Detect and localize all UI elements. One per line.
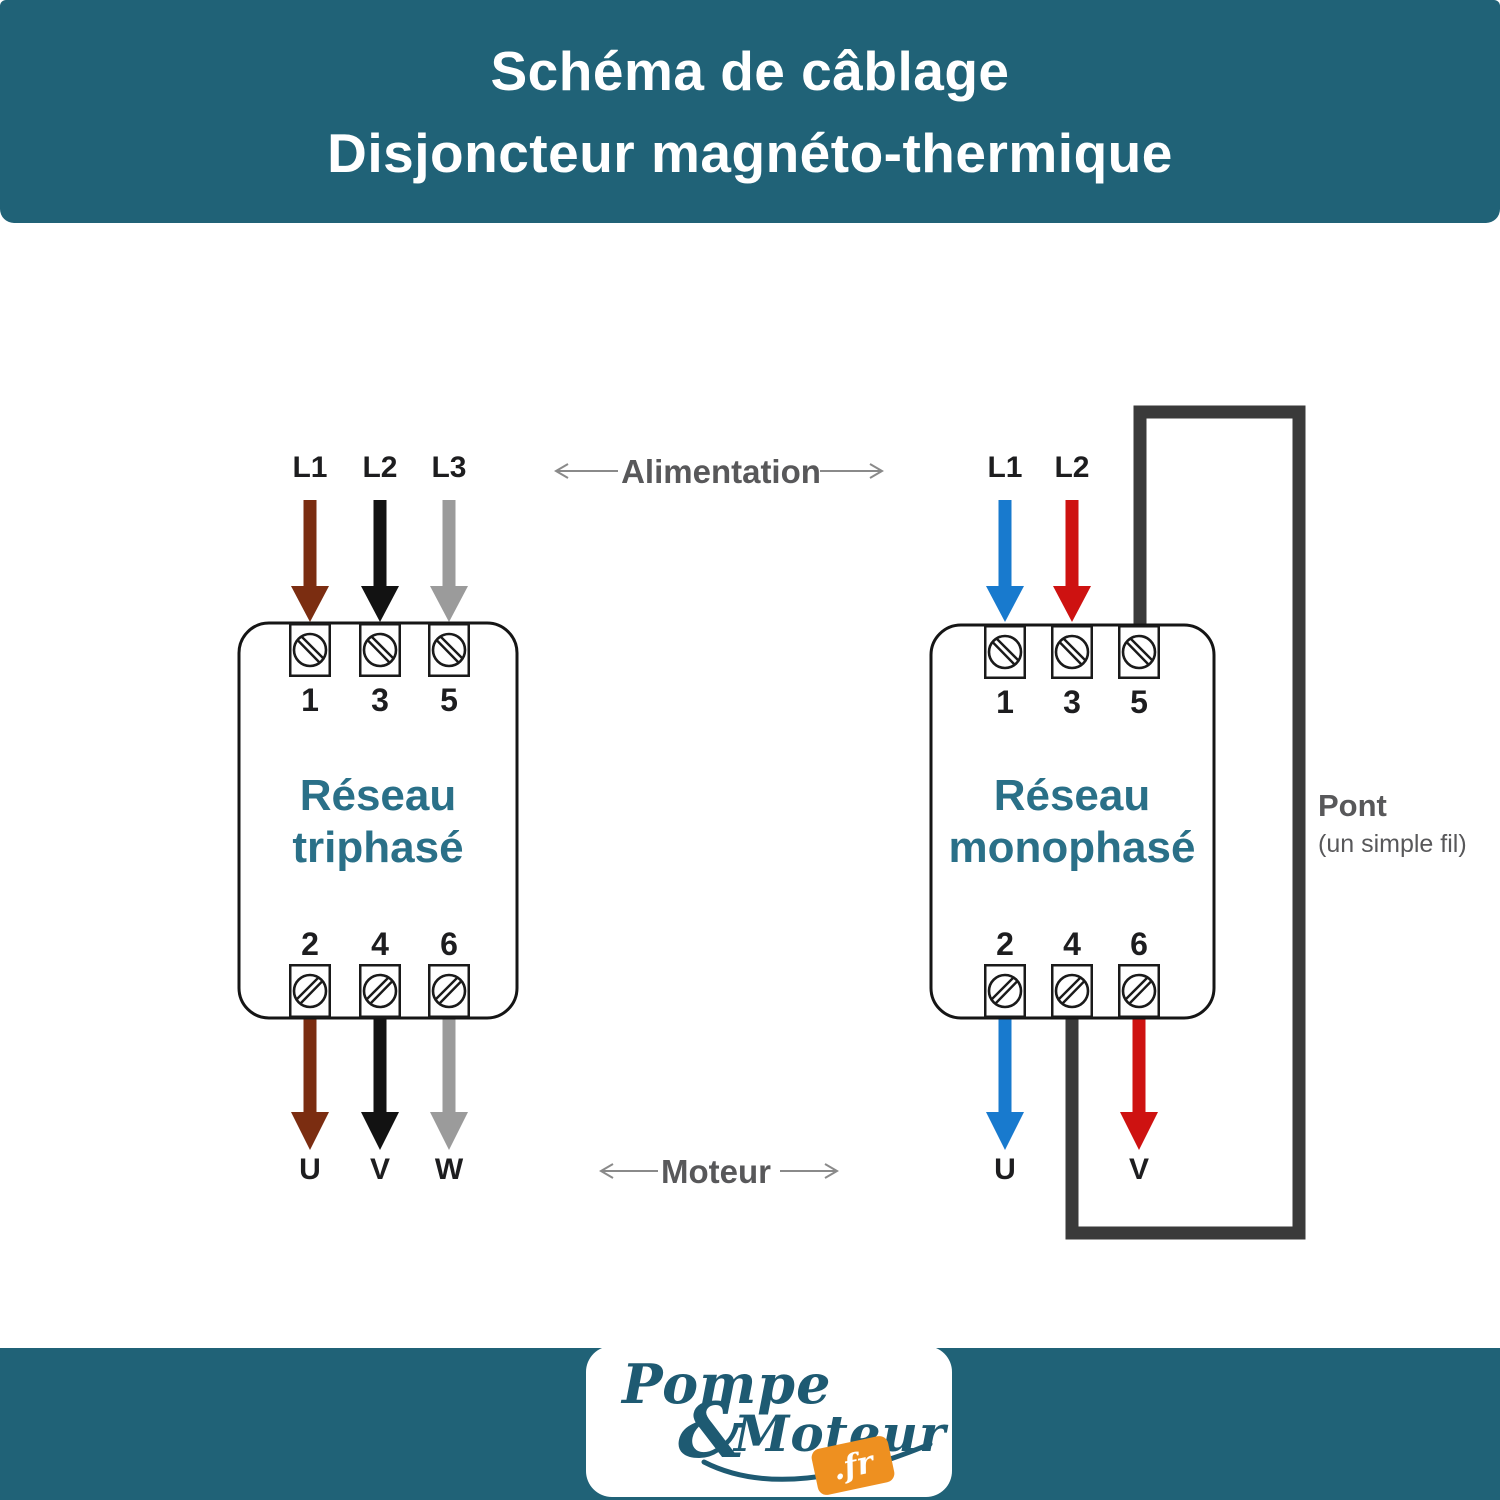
terminal-number: 3: [1063, 684, 1081, 720]
wire-right-l1: [986, 500, 1024, 622]
screw-terminal-icon: [288, 622, 332, 678]
logo-ampersand: &: [678, 1386, 747, 1475]
wire-right-v: [1120, 1018, 1158, 1150]
label-right-v: V: [1128, 1153, 1149, 1186]
terminal-number: 5: [1130, 684, 1148, 720]
page-title-line-2: Disjoncteur magnéto-thermique: [327, 121, 1173, 184]
moteur-label: Moteur: [661, 1153, 771, 1190]
label-right-l1: L1: [987, 451, 1023, 484]
wire-left-l2: [361, 500, 399, 622]
screw-terminal-icon: [1117, 624, 1161, 680]
breaker-left-title: Réseau triphasé: [228, 770, 528, 874]
pont-bridge-wire: [1065, 405, 1306, 1240]
breaker-left-title-line2: triphasé: [292, 823, 464, 872]
screw-terminal-icon: [983, 624, 1027, 680]
terminal-number: 1: [301, 682, 319, 718]
terminal-number: 4: [1063, 926, 1081, 962]
header-banner: Schéma de câblage Disjoncteur magnéto-th…: [0, 0, 1500, 223]
label-right-u: U: [994, 1153, 1016, 1186]
screw-terminal-icon: [1050, 963, 1094, 1019]
alimentation-label: Alimentation: [621, 453, 821, 490]
label-right-l2: L2: [1054, 451, 1090, 484]
terminal-number: 1: [996, 684, 1014, 720]
wire-right-l2: [1053, 500, 1091, 622]
screw-terminal-icon: [427, 963, 471, 1019]
screw-terminal-icon: [983, 963, 1027, 1019]
screw-terminal-icon: [1050, 624, 1094, 680]
label-left-w: W: [434, 1153, 464, 1186]
terminal-number: 4: [371, 926, 389, 962]
alimentation-arrows: [554, 463, 884, 479]
breaker-right-title-line1: Réseau: [993, 771, 1151, 820]
moteur-arrows: [599, 1163, 839, 1179]
label-left-l3: L3: [431, 451, 467, 484]
terminal-number: 6: [440, 926, 458, 962]
wire-left-l1: [291, 500, 329, 622]
wire-left-v: [361, 1018, 399, 1150]
breaker-right-title: Réseau monophasé: [922, 770, 1222, 874]
label-left-l2: L2: [362, 451, 398, 484]
page-title-line-1: Schéma de câblage: [490, 39, 1010, 102]
breaker-left-title-line1: Réseau: [299, 771, 457, 820]
wire-left-l3: [430, 500, 468, 622]
label-left-l1: L1: [292, 451, 328, 484]
screw-terminal-icon: [427, 622, 471, 678]
wire-right-u: [986, 1018, 1024, 1150]
terminal-number: 2: [301, 926, 319, 962]
terminal-number: 3: [371, 682, 389, 718]
terminal-number: 5: [440, 682, 458, 718]
pont-sublabel: (un simple fil): [1318, 830, 1467, 858]
screw-terminal-icon: [288, 963, 332, 1019]
wire-left-w: [430, 1018, 468, 1150]
breaker-right-title-line2: monophasé: [948, 823, 1196, 872]
screw-terminal-icon: [1117, 963, 1161, 1019]
wire-left-u: [291, 1018, 329, 1150]
label-left-u: U: [299, 1153, 321, 1186]
terminal-number: 6: [1130, 926, 1148, 962]
label-left-v: V: [369, 1153, 390, 1186]
terminal-number: 2: [996, 926, 1014, 962]
logo-box: Pompe & Moteur .fr: [586, 1346, 952, 1497]
screw-terminal-icon: [358, 622, 402, 678]
logo-tld: .fr: [829, 1443, 877, 1488]
screw-terminal-icon: [358, 963, 402, 1019]
logo-swoosh: [701, 1441, 933, 1482]
logo-word-pompe: Pompe: [622, 1352, 832, 1416]
pont-label: Pont: [1318, 788, 1387, 823]
